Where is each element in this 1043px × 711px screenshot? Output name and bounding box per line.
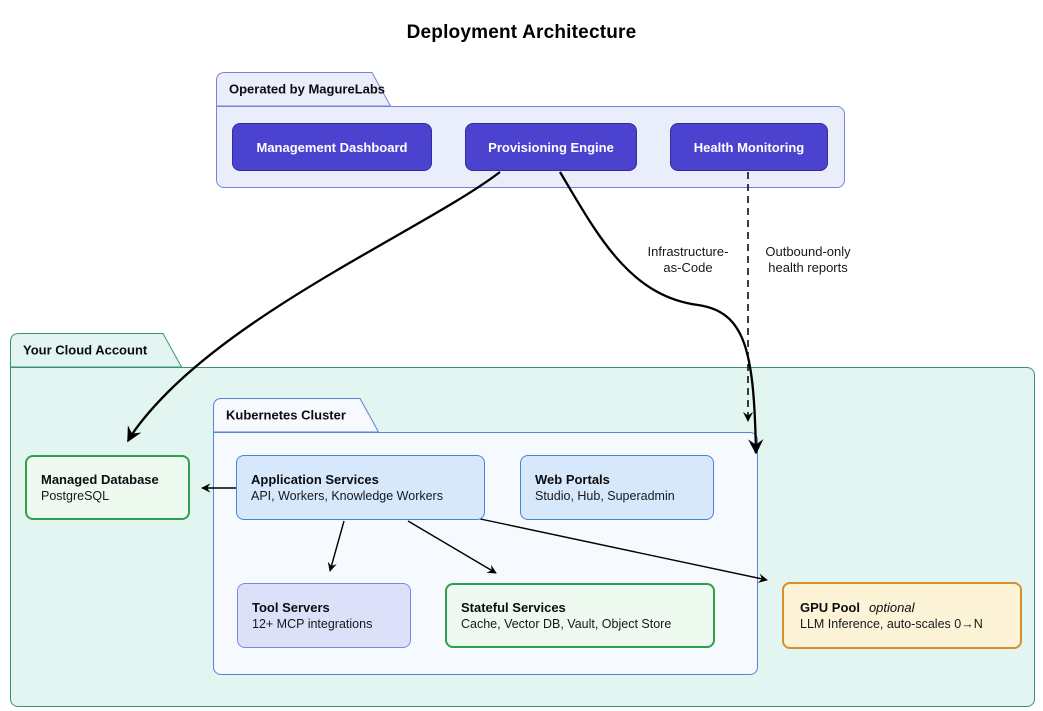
edge-label-line: health reports — [768, 260, 848, 275]
edge-label-line: Outbound-only — [765, 244, 851, 259]
node-stateful-services: Stateful Services Cache, Vector DB, Vaul… — [445, 583, 715, 648]
node-label: Management Dashboard — [256, 139, 408, 155]
node-optional-tag: optional — [868, 599, 915, 615]
page-title: Deployment Architecture — [406, 22, 637, 43]
node-label: Provisioning Engine — [488, 139, 614, 155]
node-title: Stateful Services — [461, 599, 566, 615]
node-subtitle: Cache, Vector DB, Vault, Object Store — [461, 616, 672, 631]
node-subtitle: LLM Inference, auto-scales 0→N — [800, 616, 983, 631]
cluster-tab-operated-by-magurelabs: Operated by MagureLabs — [216, 72, 391, 106]
edge-label-line: Infrastructure- — [647, 244, 729, 259]
node-subtitle: 12+ MCP integrations — [252, 616, 373, 631]
node-gpu-pool: GPU Pool optional LLM Inference, auto-sca… — [782, 582, 1022, 649]
node-application-services: Application Services API, Workers, Knowl… — [236, 455, 485, 520]
cluster-tab-kubernetes-cluster: Kubernetes Cluster — [213, 398, 379, 432]
node-subtitle: API, Workers, Knowledge Workers — [251, 488, 443, 503]
cluster-label-operated-by-magurelabs: Operated by MagureLabs — [229, 81, 386, 97]
node-title: Application Services — [251, 471, 379, 487]
node-subtitle: PostgreSQL — [41, 488, 110, 503]
edge-label-line: as-Code — [663, 260, 713, 275]
cluster-tab-your-cloud-account: Your Cloud Account — [10, 333, 182, 367]
node-web-portals: Web Portals Studio, Hub, Superadmin — [520, 455, 714, 520]
node-label: Health Monitoring — [693, 139, 805, 155]
cluster-label-kubernetes-cluster: Kubernetes Cluster — [226, 407, 346, 423]
edge-label-outbound-only-health-reports: Outbound-only health reports — [752, 244, 864, 276]
node-title: Managed Database — [41, 471, 159, 487]
node-health-monitoring: Health Monitoring — [670, 123, 828, 171]
node-title: Tool Servers — [252, 599, 330, 615]
node-title: Web Portals — [535, 471, 610, 487]
node-title-row: GPU Pool optional — [800, 599, 1020, 616]
tab-shape — [216, 72, 391, 106]
node-managed-database: Managed Database PostgreSQL — [25, 455, 190, 520]
node-tool-servers: Tool Servers 12+ MCP integrations — [237, 583, 411, 648]
cluster-label-your-cloud-account: Your Cloud Account — [23, 342, 148, 358]
node-management-dashboard: Management Dashboard — [232, 123, 432, 171]
node-provisioning-engine: Provisioning Engine — [465, 123, 637, 171]
node-title: GPU Pool — [800, 599, 860, 615]
edge-label-infrastructure-as-code: Infrastructure- as-Code — [628, 244, 748, 276]
node-subtitle: Studio, Hub, Superadmin — [535, 488, 675, 503]
